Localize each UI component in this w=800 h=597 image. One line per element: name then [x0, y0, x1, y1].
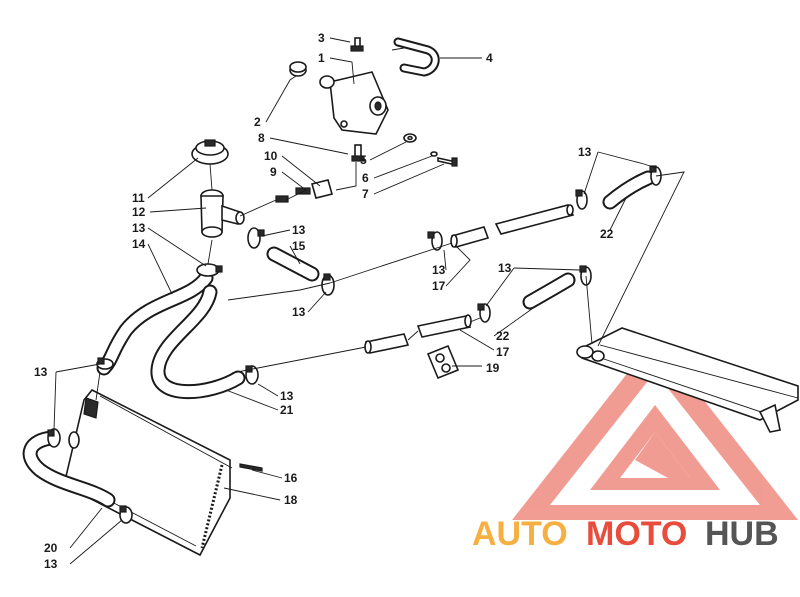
tube-4: [393, 37, 440, 77]
callout-19: 19: [486, 361, 500, 375]
clamp: [579, 265, 592, 286]
clamp: [247, 227, 265, 249]
callout-8: 8: [258, 131, 265, 145]
hose-21: [150, 284, 246, 400]
callout-9: 9: [270, 165, 277, 179]
callout-7: 7: [362, 187, 369, 201]
callout-22-upper: 22: [600, 227, 614, 241]
callout-21: 21: [280, 403, 294, 417]
callout-13-right: 13: [578, 145, 592, 159]
clamp: [47, 428, 61, 448]
callout-14: 14: [132, 237, 146, 251]
callout-18: 18: [284, 493, 298, 507]
clamp: [245, 365, 259, 385]
callout-22-lower: 22: [496, 329, 510, 343]
callout-13-bottom: 13: [44, 557, 58, 571]
fitting-16: [239, 463, 263, 472]
assembly-lines: [95, 47, 685, 401]
washer-6: [430, 151, 438, 157]
connector-17-lower: [416, 314, 472, 338]
callout-12: 12: [132, 205, 146, 219]
callout-labels: 3 1 4 2 8 10 9 5 6 7 11 12 13 14 13 15 1…: [34, 31, 614, 571]
callout-20: 20: [44, 541, 58, 555]
clamp: [96, 357, 114, 370]
callout-15: 15: [292, 239, 306, 253]
callout-2: 2: [254, 115, 261, 129]
callout-13-filler: 13: [132, 221, 146, 235]
thermostat-housing: [319, 71, 389, 135]
hose-22-upper: [602, 170, 656, 210]
callout-16: 16: [284, 471, 298, 485]
callout-13-lower: 13: [280, 389, 294, 403]
hose-14: [96, 270, 214, 376]
watermark-auto: AUTO: [472, 515, 568, 553]
callout-3: 3: [318, 31, 325, 45]
heat-exchanger: [63, 388, 233, 557]
watermark-logo: [512, 338, 798, 520]
clamp: [427, 231, 443, 251]
hose-22-lower: [522, 272, 576, 310]
leader-lines: [53, 37, 657, 565]
callout-4: 4: [486, 51, 493, 65]
fitting-8: [351, 144, 365, 162]
hose-15: [266, 246, 320, 282]
tube-lower-short: [364, 333, 410, 354]
clamp: [68, 431, 80, 449]
fitting-3: [350, 37, 364, 52]
callout-13-left: 13: [34, 365, 48, 379]
watermark-moto: MOTO: [586, 515, 687, 553]
clamp: [196, 263, 223, 277]
tube-upper-long: [494, 204, 575, 235]
callout-13-center: 13: [432, 263, 446, 277]
mounting-bracket: [576, 327, 799, 433]
callout-10: 10: [264, 149, 278, 163]
callout-13-lower-right: 13: [498, 261, 512, 275]
callout-17-lower: 17: [496, 345, 510, 359]
screw-7: [437, 157, 458, 167]
callout-13-mid: 13: [292, 305, 306, 319]
radiator-cap-11: [191, 139, 229, 165]
callout-11: 11: [132, 191, 145, 205]
clamp: [119, 505, 133, 524]
watermark-wordmark: AUTO MOTO HUB: [472, 515, 779, 553]
callout-6: 6: [362, 171, 369, 185]
hose-20: [22, 430, 116, 508]
callout-1: 1: [318, 51, 325, 65]
filler-neck-12: [200, 189, 245, 238]
callout-17-upper: 17: [432, 279, 446, 293]
hose-clamps: [47, 165, 662, 524]
watermark-hub: HUB: [705, 515, 779, 553]
connector-17-upper: [450, 226, 490, 248]
callout-5: 5: [360, 153, 367, 167]
clamp: [575, 189, 588, 210]
washer-5: [403, 133, 417, 143]
cap-2: [289, 61, 307, 77]
gasket-19: [426, 344, 460, 380]
callout-13-upper: 13: [292, 223, 306, 237]
clamp: [477, 303, 491, 323]
